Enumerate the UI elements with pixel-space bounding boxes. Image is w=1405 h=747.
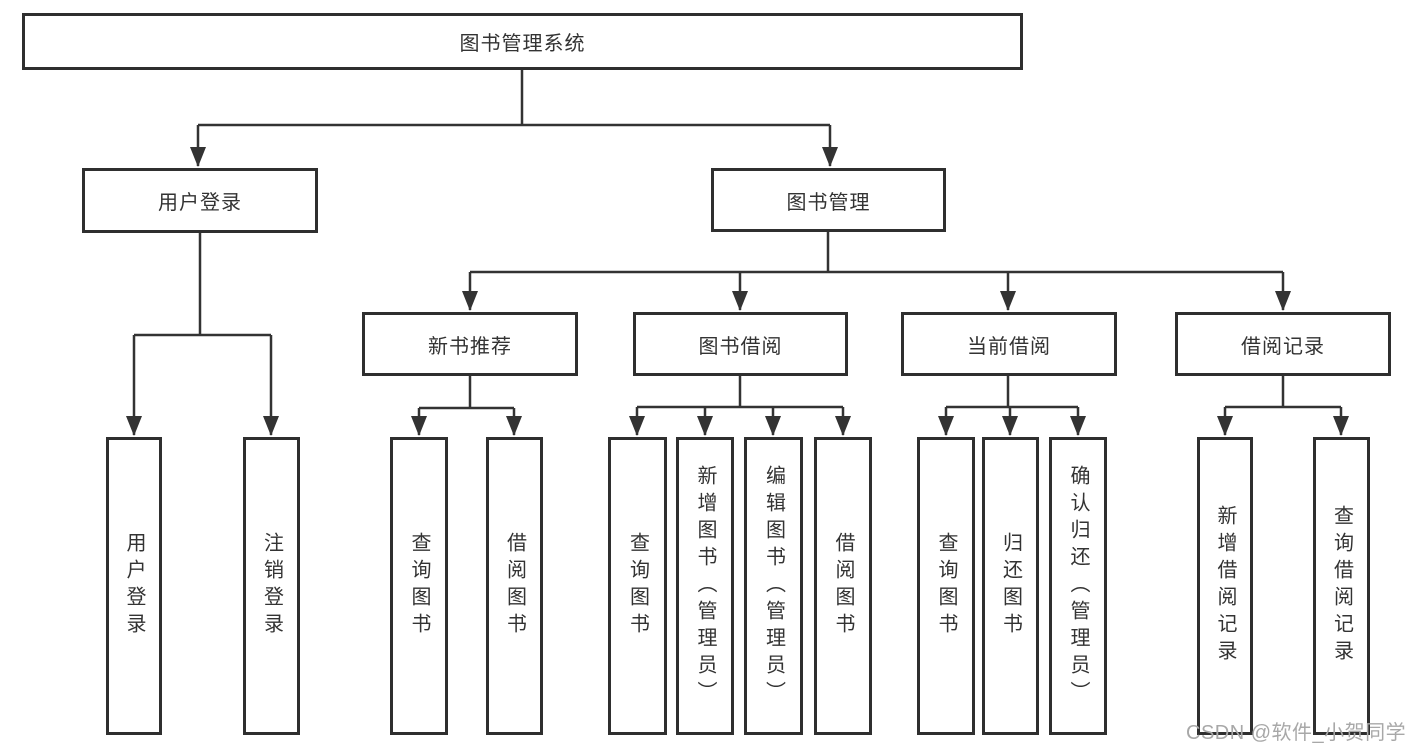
leaf-user-login: 用户登录 (106, 437, 162, 735)
leaf-confirm-return-admin-label: 确认归还（管理员） (1067, 464, 1089, 708)
node-book-borrow: 图书借阅 (633, 312, 848, 376)
node-root: 图书管理系统 (22, 13, 1023, 70)
leaf-current-query-books-label: 查询图书 (935, 532, 957, 640)
leaf-add-books-admin: 新增图书（管理员） (676, 437, 734, 735)
node-user-login: 用户登录 (82, 168, 318, 233)
leaf-return-books: 归还图书 (982, 437, 1039, 735)
leaf-logout-label: 注销登录 (260, 532, 283, 640)
leaf-query-borrow-record-label: 查询借阅记录 (1330, 505, 1353, 667)
node-book-management-label: 图书管理 (786, 191, 871, 214)
leaf-current-query-books: 查询图书 (917, 437, 975, 735)
leaf-return-books-label: 归还图书 (999, 532, 1022, 640)
node-new-book-recommend-label: 新书推荐 (428, 335, 512, 358)
leaf-borrow-query-books-label: 查询图书 (626, 532, 649, 640)
leaf-add-borrow-record-label: 新增借阅记录 (1214, 505, 1236, 667)
leaf-edit-books-admin-label: 编辑图书（管理员） (762, 464, 785, 708)
leaf-newbook-query-books: 查询图书 (390, 437, 448, 735)
leaf-borrow-books-label: 借阅图书 (832, 532, 854, 640)
node-book-borrow-label: 图书借阅 (698, 335, 783, 358)
node-user-login-label: 用户登录 (158, 192, 242, 214)
leaf-confirm-return-admin: 确认归还（管理员） (1049, 437, 1107, 735)
node-new-book-recommend: 新书推荐 (362, 312, 578, 376)
leaf-newbook-borrow-books-label: 借阅图书 (503, 532, 526, 640)
node-root-label: 图书管理系统 (459, 33, 586, 55)
leaf-newbook-borrow-books: 借阅图书 (486, 437, 543, 735)
csdn-watermark: CSDN @软件_小贺同学 (1186, 722, 1405, 744)
leaf-query-borrow-record: 查询借阅记录 (1313, 437, 1370, 735)
leaf-logout: 注销登录 (243, 437, 300, 735)
node-current-borrow-label: 当前借阅 (967, 335, 1051, 358)
node-current-borrow: 当前借阅 (901, 312, 1117, 376)
leaf-newbook-query-books-label: 查询图书 (408, 532, 430, 640)
leaf-user-login-label: 用户登录 (123, 532, 145, 640)
leaf-add-borrow-record: 新增借阅记录 (1197, 437, 1253, 735)
node-borrow-record: 借阅记录 (1175, 312, 1391, 376)
node-book-management: 图书管理 (711, 168, 946, 232)
leaf-edit-books-admin: 编辑图书（管理员） (744, 437, 803, 735)
node-borrow-record-label: 借阅记录 (1241, 335, 1325, 358)
leaf-borrow-books: 借阅图书 (814, 437, 872, 735)
leaf-add-books-admin-label: 新增图书（管理员） (694, 464, 716, 708)
leaf-borrow-query-books: 查询图书 (608, 437, 667, 735)
